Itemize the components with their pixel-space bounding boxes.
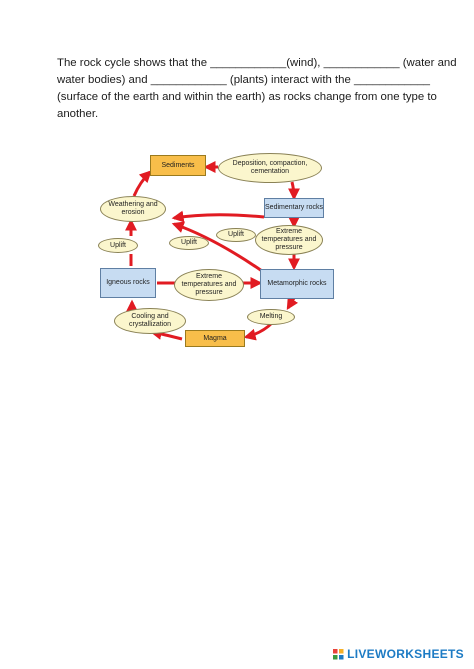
arrow-metamorphic-to-weathering (171, 221, 263, 273)
brand-text: LIVEWORKSHEETS (347, 647, 464, 661)
arrow-metamorphic-to-melting (286, 296, 299, 311)
arrow-sediments-to-weathering (132, 170, 152, 197)
extreme-temp-ellipse-right: Extreme temperatures and pressure (255, 225, 323, 255)
liveworksheets-grid-icon (333, 648, 344, 659)
uplift-ellipse-right: Uplift (216, 228, 256, 242)
liveworksheets-footer: LIVEWORKSHEETS (333, 647, 464, 661)
instruction-paragraph: The rock cycle shows that the __________… (57, 55, 457, 123)
igneous-rocks-box: Igneous rocks (100, 268, 156, 298)
extreme-temp-ellipse-center: Extreme temperatures and pressure (174, 269, 244, 301)
deposition-ellipse: Deposition, compaction, cementation (218, 153, 322, 183)
uplift-ellipse-center: Uplift (169, 236, 209, 250)
sediments-box: Sediments (150, 155, 206, 176)
paragraph-line: water bodies) and ____________ (plants) … (57, 74, 430, 86)
melting-ellipse: Melting (247, 309, 295, 325)
paragraph-line: (surface of the earth and within the ear… (57, 91, 437, 103)
arrow-sedimentary-to-weathering (171, 210, 265, 223)
metamorphic-rocks-box: Metamorphic rocks (260, 269, 334, 299)
arrow-deposition-to-sedimentary (287, 181, 300, 201)
paragraph-line: another. (57, 108, 99, 120)
weathering-ellipse: Weathering and erosion (100, 196, 166, 222)
magma-box: Magma (185, 330, 245, 347)
rock-cycle-diagram: Sediments Deposition, compaction, cement… (94, 150, 334, 355)
cooling-ellipse: Cooling and crystallization (114, 308, 186, 334)
paragraph-line: The rock cycle shows that the __________… (57, 57, 457, 69)
arrow-melting-to-magma (243, 321, 274, 341)
uplift-ellipse-left: Uplift (98, 238, 138, 253)
sedimentary-box: Sedimentary rocks (264, 198, 324, 218)
